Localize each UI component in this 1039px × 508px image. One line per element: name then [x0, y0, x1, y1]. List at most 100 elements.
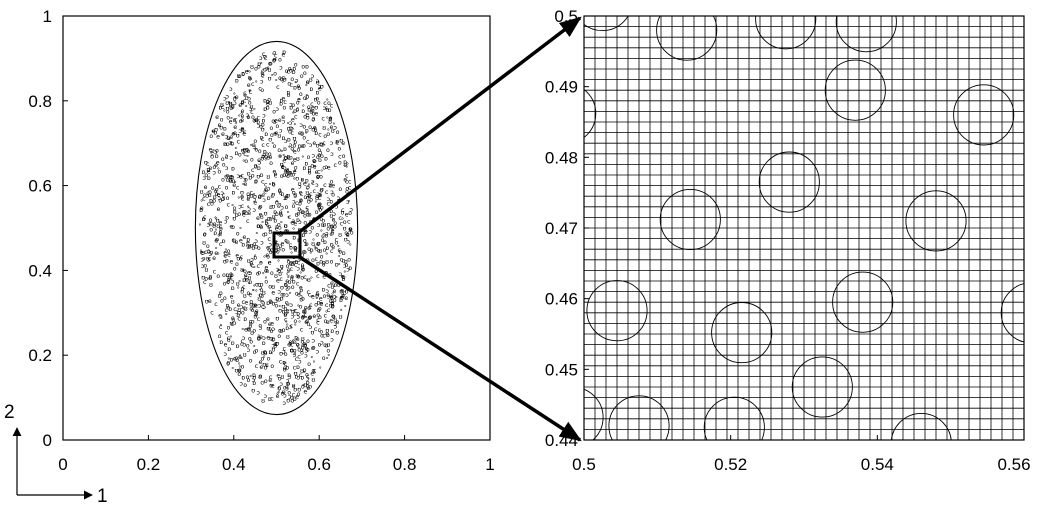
speckle-mark: ο: [299, 196, 303, 204]
speckle-mark: °: [229, 273, 233, 281]
speckle-mark: ɔ: [252, 206, 256, 214]
speckle-mark: ɔ: [268, 241, 272, 249]
speckle-mark: ʊ: [298, 180, 302, 188]
speckle-mark: o: [221, 195, 225, 203]
speckle-mark: ʊ: [331, 283, 335, 291]
speckle-mark: ɒ: [218, 103, 222, 111]
speckle-mark: ο: [343, 218, 347, 226]
speckle-mark: ɔ: [271, 325, 275, 333]
speckle-mark: ɒ: [329, 182, 333, 190]
speckle-mark: °: [200, 198, 204, 206]
speckle-mark: ο: [204, 171, 208, 179]
speckle-mark: e: [214, 161, 218, 169]
speckle-mark: e: [289, 259, 293, 267]
speckle-mark: ɒ: [247, 325, 251, 333]
speckle-mark: ʊ: [297, 385, 301, 393]
speckle-mark: ο: [317, 99, 321, 107]
speckle-mark: ʊ: [283, 365, 287, 373]
speckle-mark: c: [292, 310, 296, 318]
speckle-mark: °: [293, 307, 297, 315]
speckle-mark: ɒ: [305, 126, 309, 134]
speckle-mark: ο: [322, 354, 326, 362]
speckle-mark: ʊ: [261, 153, 265, 161]
speckle-mark: °: [239, 225, 243, 233]
speckle-mark: ʊ: [255, 281, 259, 289]
speckle-mark: c: [289, 265, 293, 273]
speckle-mark: °: [301, 103, 305, 111]
speckle-mark: ɔ: [289, 154, 293, 162]
speckle-mark: o: [284, 350, 288, 358]
speckle-mark: ο: [319, 187, 323, 195]
speckle-mark: o: [279, 209, 283, 217]
speckle-mark: c: [330, 102, 334, 110]
speckle-mark: e: [312, 139, 316, 147]
speckle-mark: ο: [208, 274, 212, 282]
speckle-mark: ɒ: [264, 219, 268, 227]
speckle-mark: o: [307, 103, 311, 111]
speckle-mark: e: [276, 392, 280, 400]
speckle-mark: ɔ: [282, 348, 286, 356]
speckle-mark: o: [287, 79, 291, 87]
speckle-mark: e: [254, 302, 258, 310]
speckle-mark: ο: [274, 170, 278, 178]
speckle-mark: ɔ: [271, 342, 275, 350]
speckle-mark: ɒ: [267, 194, 271, 202]
speckle-mark: ο: [288, 128, 292, 136]
speckle-mark: ʊ: [339, 288, 343, 296]
speckle-mark: ɒ: [235, 149, 239, 157]
speckle-mark: ɔ: [317, 221, 321, 229]
speckle-mark: ο: [236, 255, 240, 263]
speckle-mark: ɔ: [282, 117, 286, 125]
speckle-mark: °: [319, 228, 323, 236]
speckle-mark: e: [241, 112, 245, 120]
speckle-mark: ɔ: [247, 205, 251, 213]
speckle-mark: c: [338, 153, 342, 161]
speckle-mark: ʊ: [229, 100, 233, 108]
speckle-mark: ɒ: [241, 69, 245, 77]
speckle-mark: ο: [248, 242, 252, 250]
speckle-mark: ɔ: [249, 105, 253, 113]
speckle-mark: e: [291, 159, 295, 167]
speckle-mark: o: [255, 347, 259, 355]
speckle-mark: ʊ: [306, 114, 310, 122]
speckle-mark: ɔ: [316, 190, 320, 198]
speckle-mark: °: [253, 253, 257, 261]
speckle-mark: ɒ: [293, 338, 297, 346]
speckle-mark: c: [236, 183, 240, 191]
speckle-mark: o: [294, 164, 298, 172]
speckle-mark: °: [305, 93, 309, 101]
speckle-mark: o: [243, 381, 247, 389]
speckle-mark: ɒ: [296, 216, 300, 224]
speckle-mark: ɔ: [246, 111, 250, 119]
speckle-mark: ɒ: [257, 334, 261, 342]
y-tick-label: 0.8: [28, 92, 52, 111]
speckle-mark: ο: [323, 132, 327, 140]
speckle-mark: ɔ: [260, 78, 264, 86]
speckle-mark: °: [325, 97, 329, 105]
speckle-mark: ɔ: [242, 334, 246, 342]
speckle-mark: ʊ: [216, 222, 220, 230]
speckle-mark: °: [275, 223, 279, 231]
inclusion-circle: [758, 151, 820, 213]
speckle-mark: ɒ: [299, 197, 303, 205]
speckle-mark: ʊ: [325, 258, 329, 266]
speckle-mark: ο: [260, 86, 264, 94]
speckle-mark: ɔ: [247, 346, 251, 354]
speckle-mark: o: [285, 383, 289, 391]
speckle-mark: ʊ: [293, 134, 297, 142]
speckle-mark: ɔ: [283, 164, 287, 172]
speckle-mark: ɒ: [330, 222, 334, 230]
speckle-mark: ʊ: [294, 370, 298, 378]
speckle-mark: ο: [286, 172, 290, 180]
speckle-mark: c: [237, 315, 241, 323]
speckle-mark: °: [237, 361, 241, 369]
speckle-mark: ɒ: [279, 96, 283, 104]
speckle-mark: ɒ: [325, 105, 329, 113]
speckle-mark: ɔ: [315, 181, 319, 189]
speckle-mark: ο: [206, 242, 210, 250]
speckle-mark: e: [253, 199, 257, 207]
speckle-mark: ʊ: [301, 263, 305, 271]
speckle-mark: c: [270, 246, 274, 254]
speckle-mark: ɔ: [346, 266, 350, 274]
speckle-mark: c: [262, 348, 266, 356]
